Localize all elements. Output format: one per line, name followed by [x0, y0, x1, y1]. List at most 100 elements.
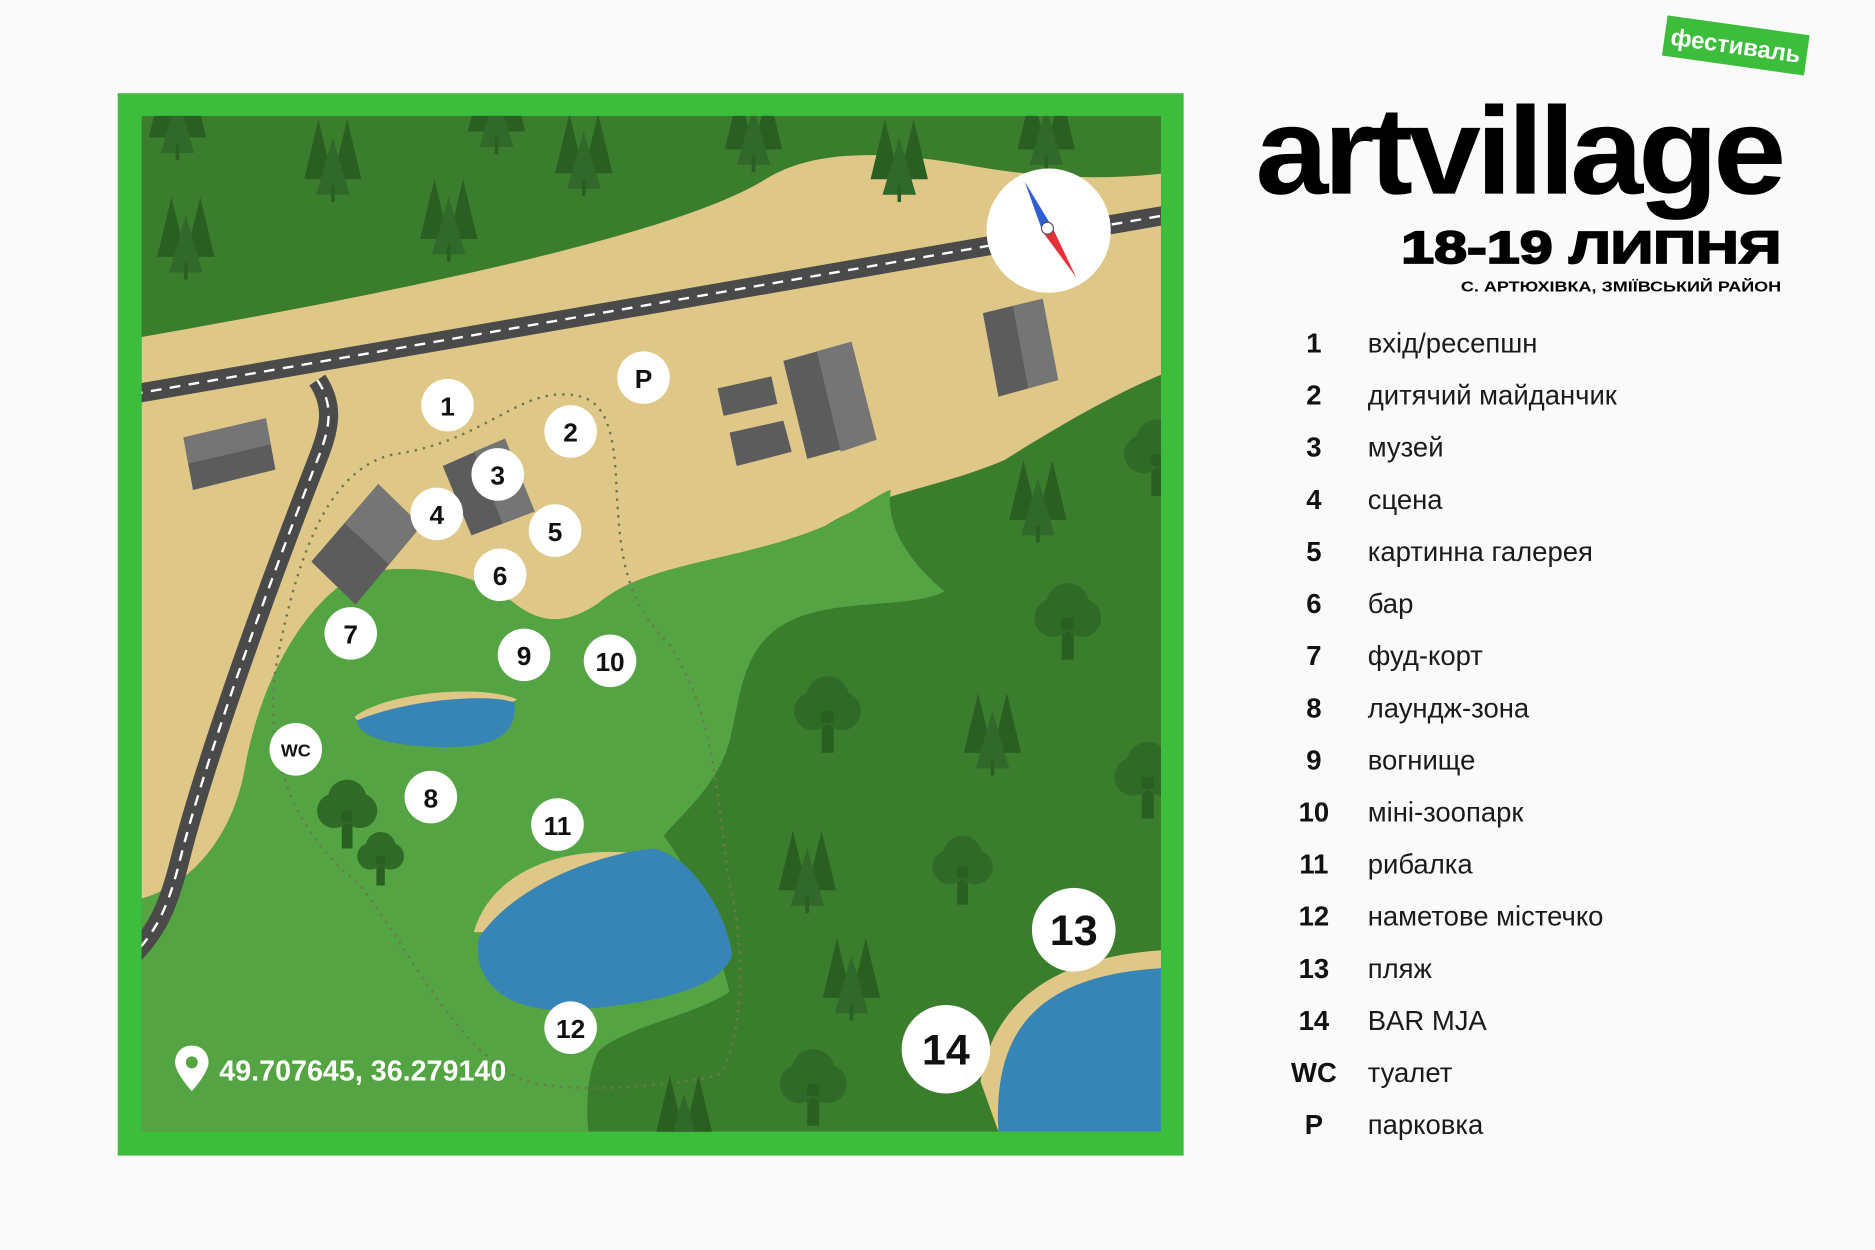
- legend-item: 9 вогнище: [1306, 744, 1475, 775]
- legend-label: туалет: [1368, 1057, 1453, 1088]
- map-marker-11[interactable]: 11: [531, 798, 584, 851]
- map-marker-p[interactable]: P: [617, 351, 670, 404]
- logo-text: artvillage: [1255, 82, 1782, 221]
- map-marker-4[interactable]: 4: [410, 487, 464, 541]
- legend-key: 5: [1306, 536, 1321, 567]
- legend-item: 10 міні-зоопарк: [1299, 796, 1525, 827]
- marker-label: 9: [517, 641, 532, 671]
- map-marker-10[interactable]: 10: [583, 634, 637, 688]
- legend-label: міні-зоопарк: [1368, 796, 1525, 827]
- pine-tree-icon: [870, 119, 928, 202]
- legend-item: 8 лаундж-зона: [1306, 692, 1530, 723]
- marker-label: 4: [429, 500, 444, 530]
- deciduous-tree-icon: [1123, 419, 1161, 496]
- map-marker-8[interactable]: 8: [404, 770, 458, 824]
- pine-tree-icon: [157, 197, 215, 280]
- coordinates-text[interactable]: 49.707645, 36.279140: [219, 1055, 506, 1087]
- marker-label: 13: [1050, 907, 1098, 955]
- pine-tree-icon: [963, 693, 1022, 776]
- trees: [148, 115, 1161, 1132]
- map-marker-wc[interactable]: WC: [269, 722, 323, 776]
- legend-key: 8: [1306, 692, 1321, 723]
- map-marker-13[interactable]: 13: [1031, 887, 1116, 972]
- road-markings: [141, 214, 1161, 394]
- map-marker-1[interactable]: 1: [421, 378, 474, 432]
- legend-key: 2: [1306, 380, 1321, 411]
- deciduous-tree-icon: [317, 779, 378, 849]
- legend-label: дитячий майданчик: [1368, 380, 1618, 411]
- marker-label: 6: [493, 561, 508, 591]
- legend-key: P: [1305, 1109, 1323, 1140]
- marker-label: 8: [423, 783, 438, 813]
- marker-label: 5: [548, 517, 563, 547]
- legend-label: рибалка: [1368, 849, 1474, 880]
- deciduous-tree-icon: [1114, 742, 1161, 819]
- legend-label: BAR MJA: [1368, 1005, 1488, 1036]
- pine-tree-icon: [420, 179, 478, 262]
- legend-label: сцена: [1368, 484, 1444, 515]
- legend-key: 3: [1306, 432, 1321, 463]
- legend-key: 1: [1306, 328, 1321, 359]
- map-marker-5[interactable]: 5: [528, 504, 582, 557]
- marker-label: 10: [595, 647, 624, 677]
- legend-label: лаундж-зона: [1368, 692, 1530, 723]
- deciduous-tree-icon: [794, 676, 862, 753]
- map-marker-6[interactable]: 6: [473, 548, 527, 602]
- festival-tag: фестиваль: [1661, 15, 1810, 76]
- marker-label: 14: [922, 1026, 970, 1074]
- legend-label: картинна галерея: [1368, 536, 1593, 567]
- pine-tree-icon: [148, 115, 207, 161]
- legend-key: 13: [1299, 953, 1330, 984]
- legend-label: наметове містечко: [1368, 901, 1604, 932]
- legend-key: WC: [1291, 1057, 1337, 1088]
- pine-tree-icon: [304, 119, 362, 202]
- legend-item: 5 картинна галерея: [1306, 536, 1593, 567]
- marker-label: P: [635, 364, 653, 394]
- deciduous-tree-icon: [932, 835, 993, 905]
- map-marker-3[interactable]: 3: [471, 448, 525, 501]
- lake: [997, 968, 1161, 1132]
- festival-location: С. АРТЮХІВКА, ЗМІЇВСЬКИЙ РАЙОН: [1461, 278, 1781, 296]
- legend-label: бар: [1368, 588, 1414, 619]
- map-marker-12[interactable]: 12: [544, 1001, 597, 1055]
- legend-label: вогнище: [1368, 744, 1476, 775]
- legend-key: 7: [1306, 640, 1321, 671]
- legend-item: 11 рибалка: [1299, 849, 1473, 880]
- map-marker-9[interactable]: 9: [497, 628, 551, 682]
- deciduous-tree-icon: [1034, 583, 1102, 660]
- legend-key: 10: [1299, 796, 1330, 827]
- pine-tree-icon: [724, 115, 783, 173]
- pine-tree-icon: [822, 938, 881, 1021]
- marker-label: 1: [440, 391, 455, 421]
- legend-item: 2 дитячий майданчик: [1306, 380, 1618, 411]
- marker-label: 12: [556, 1014, 585, 1044]
- brand-logo: фестиваль artvillage 18-19 ЛИПНЯ С. АРТЮ…: [1255, 15, 1810, 296]
- map-marker-7[interactable]: 7: [324, 607, 378, 660]
- deciduous-tree-icon: [779, 1049, 847, 1126]
- legend-label: парковка: [1368, 1109, 1484, 1140]
- legend-key: 9: [1306, 744, 1321, 775]
- map-marker-2[interactable]: 2: [544, 405, 597, 458]
- pine-tree-icon: [555, 115, 613, 196]
- big-pond: [477, 848, 732, 1011]
- map-marker-14[interactable]: 14: [901, 1005, 991, 1094]
- legend-key: 14: [1299, 1005, 1330, 1036]
- legend-item: 13 пляж: [1299, 953, 1433, 984]
- legend-item: WC туалет: [1291, 1057, 1453, 1088]
- pine-tree-icon: [656, 1075, 712, 1132]
- location-pin-icon: [175, 1045, 209, 1092]
- marker-label: WC: [281, 740, 311, 760]
- legend-label: пляж: [1368, 953, 1433, 984]
- legend-key: 11: [1299, 849, 1328, 880]
